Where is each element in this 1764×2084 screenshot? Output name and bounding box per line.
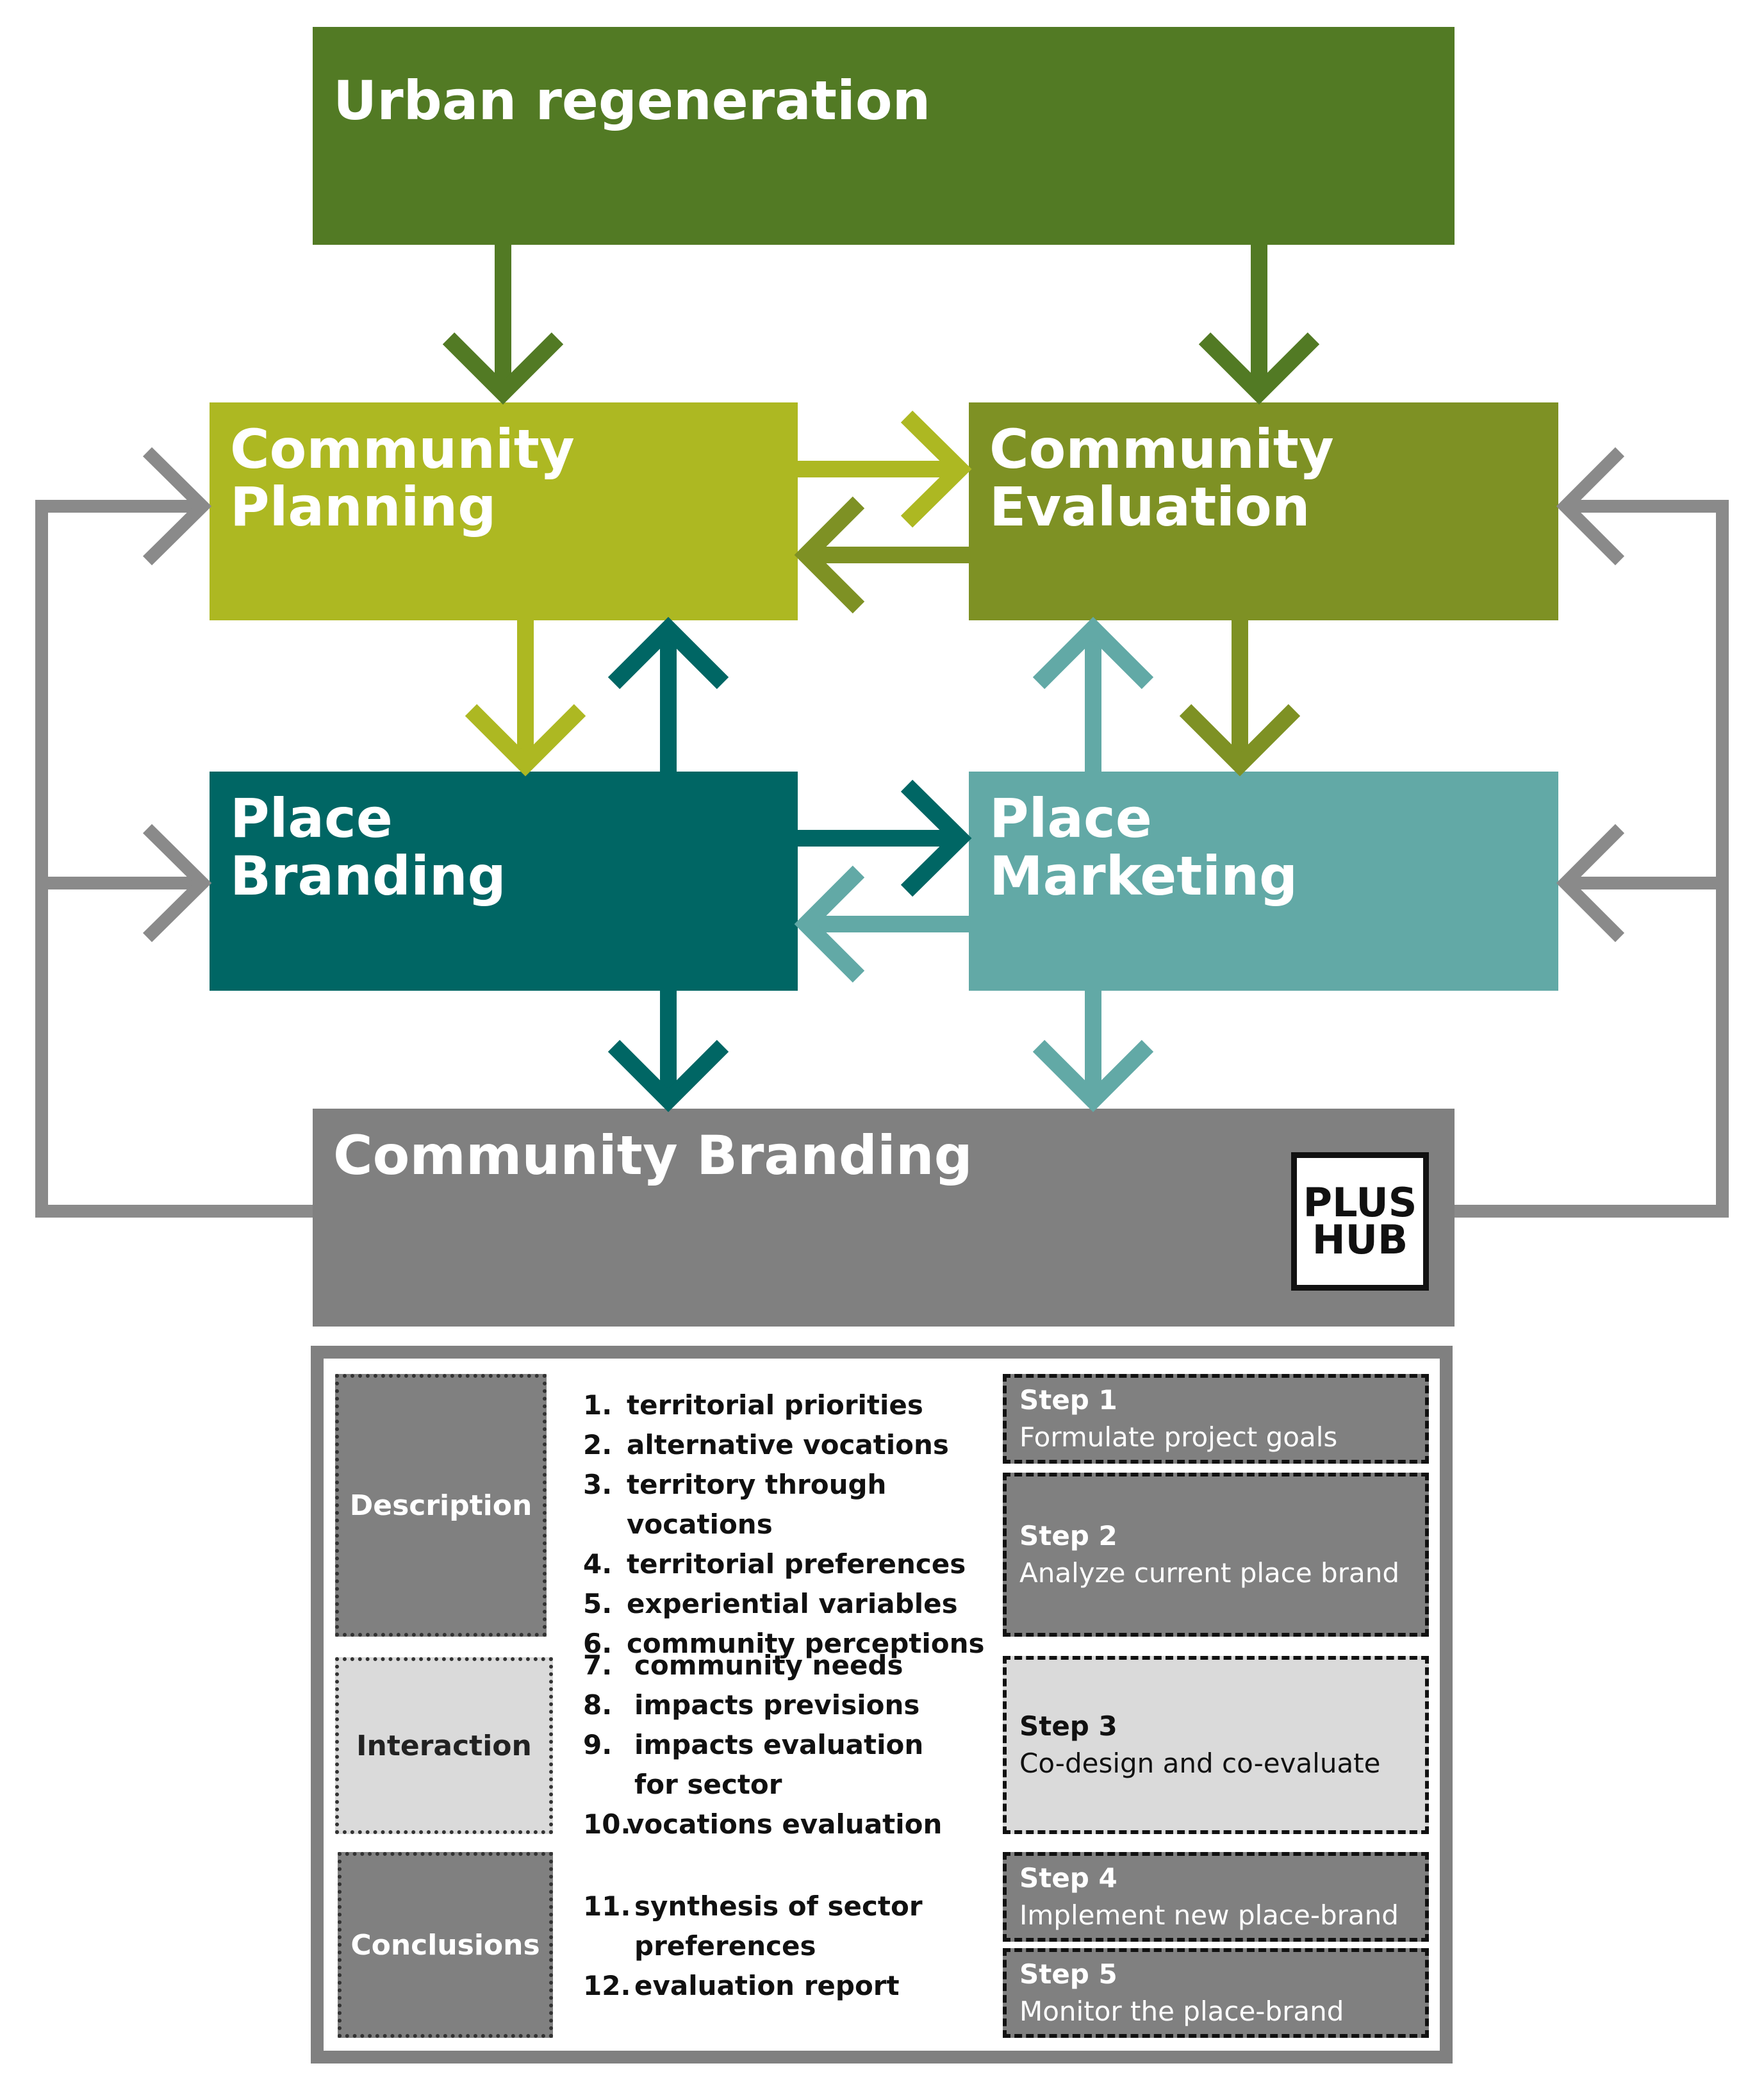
interaction-items: 7.community needs 8.impacts previsions 9… — [583, 1646, 1000, 1844]
arrow-evaluation-to-marketing — [1179, 620, 1301, 777]
logo-line-plus: PLUS — [1303, 1179, 1417, 1226]
step-3-label: Step 3 — [1019, 1710, 1117, 1742]
arrow-planning-to-branding — [465, 620, 586, 777]
category-interaction: Interaction — [335, 1657, 553, 1834]
list-item: 5.experiential variables — [583, 1588, 958, 1619]
community-planning-label: Community Planning — [230, 418, 575, 538]
step-5-label: Step 5 — [1019, 1958, 1117, 1990]
community-branding-label: Community Branding — [333, 1124, 973, 1187]
arrow-urban-to-evaluation — [1198, 245, 1320, 405]
arrow-urban-to-planning — [442, 245, 564, 405]
step-2-text: Analyze current place brand — [1019, 1557, 1400, 1589]
community-evaluation-box: Community Evaluation — [969, 402, 1558, 620]
urban-regeneration-label: Urban regeneration — [333, 69, 931, 132]
list-item: 12.evaluation report — [583, 1970, 900, 2001]
place-marketing-box: Place Marketing — [969, 772, 1558, 991]
list-item: 4.territorial preferences — [583, 1548, 966, 1580]
place-branding-box: Place Branding — [210, 772, 798, 991]
step-2-label: Step 2 — [1019, 1520, 1117, 1551]
step-4-box: Step 4 Implement new place-brand — [1003, 1852, 1429, 1942]
place-marketing-label: Place Marketing — [989, 787, 1298, 907]
arrow-marketing-to-community-branding — [1032, 991, 1154, 1112]
community-branding-box: Community Branding PLUS HUB — [313, 1109, 1455, 1327]
list-item: 11.synthesis of sector — [583, 1890, 923, 1922]
category-conclusions: Conclusions — [338, 1852, 553, 2038]
urban-regeneration-box: Urban regeneration — [313, 27, 1455, 245]
step-5-text: Monitor the place-brand — [1019, 1996, 1344, 2027]
list-item: 8.impacts previsions — [583, 1689, 920, 1721]
step-1-label: Step 1 — [1019, 1384, 1117, 1416]
arrow-evaluation-to-planning — [794, 496, 969, 614]
list-item: 1.territorial priorities — [583, 1389, 923, 1421]
arrow-branding-to-community-branding — [607, 991, 729, 1112]
step-2-box: Step 2 Analyze current place brand — [1003, 1473, 1429, 1637]
list-item: for sector — [634, 1769, 782, 1800]
logo-line-hub: HUB — [1312, 1216, 1408, 1263]
step-3-text: Co-design and co-evaluate — [1019, 1748, 1381, 1779]
step-4-label: Step 4 — [1019, 1862, 1117, 1894]
community-planning-box: Community Planning — [210, 402, 798, 620]
arrow-planning-to-evaluation — [798, 410, 972, 528]
place-branding-label: Place Branding — [230, 787, 506, 907]
step-1-box: Step 1 Formulate project goals — [1003, 1374, 1429, 1464]
conclusions-items: 11.synthesis of sector preferences 12.ev… — [583, 1887, 1000, 2006]
step-3-box: Step 3 Co-design and co-evaluate — [1003, 1656, 1429, 1834]
arrow-branding-to-marketing — [798, 779, 972, 897]
list-item: preferences — [634, 1930, 816, 1962]
step-4-text: Implement new place-brand — [1019, 1899, 1399, 1931]
arrow-marketing-to-branding — [794, 865, 969, 983]
arrow-marketing-to-evaluation — [1032, 616, 1154, 772]
list-item: 3.territory through vocations — [583, 1469, 887, 1540]
community-evaluation-label: Community Evaluation — [989, 418, 1334, 538]
category-description: Description — [335, 1374, 547, 1637]
list-item: 2.alternative vocations — [583, 1429, 949, 1460]
arrow-branding-to-planning — [607, 616, 729, 772]
list-item: 7.community needs — [583, 1650, 903, 1681]
list-item: 6.community perceptions — [583, 1628, 985, 1659]
plus-hub-logo: PLUS HUB — [1291, 1152, 1429, 1291]
step-1-text: Formulate project goals — [1019, 1421, 1338, 1453]
list-item: 10.vocations evaluation — [583, 1808, 943, 1840]
list-item: 9.impacts evaluation — [583, 1729, 924, 1760]
description-items: 1.territorial priorities 2.alternative v… — [583, 1385, 1000, 1664]
step-5-box: Step 5 Monitor the place-brand — [1003, 1948, 1429, 2038]
